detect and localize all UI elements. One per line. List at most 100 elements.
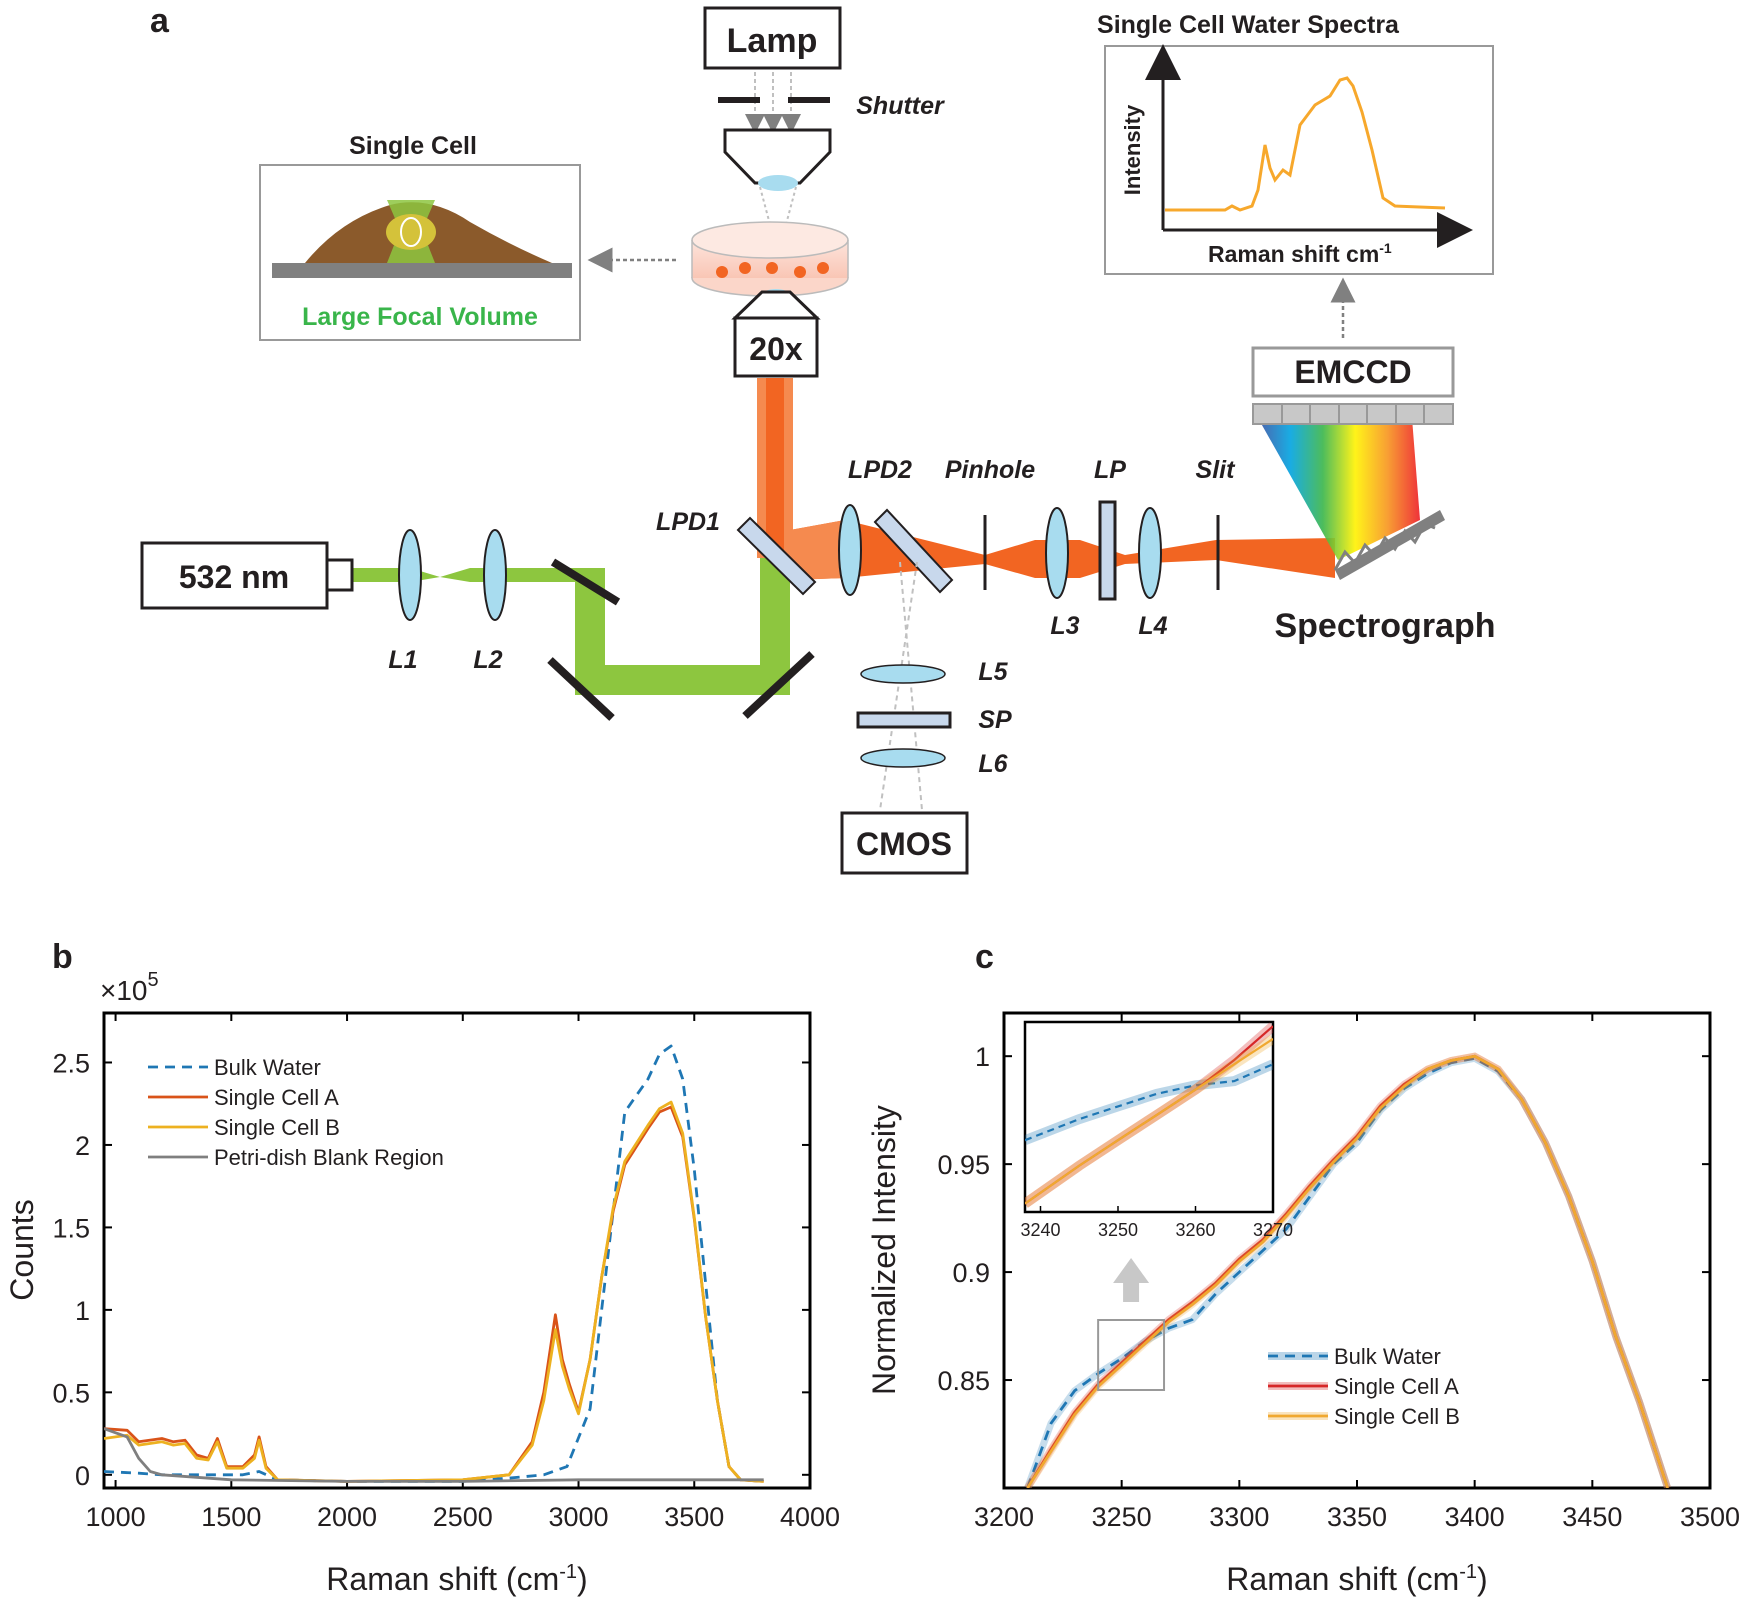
series-group	[104, 1044, 764, 1483]
label-lp: LP	[1094, 456, 1126, 484]
label-sp: SP	[978, 706, 1012, 734]
lens-l2	[483, 529, 507, 621]
inset-x-tick-label: 3250	[1098, 1220, 1138, 1240]
legend-label: Bulk Water	[214, 1055, 321, 1080]
cmos-ray-1	[879, 561, 918, 811]
lens-relay	[838, 504, 862, 596]
panel-b-letter: b	[52, 938, 73, 976]
panel-a-letter: a	[150, 2, 170, 40]
y-tick-label: 0.9	[952, 1258, 990, 1288]
panel-b-multiplier: ×105	[100, 969, 159, 1006]
x-tick-label: 3400	[1445, 1502, 1505, 1532]
label-slit: Slit	[1196, 456, 1237, 484]
x-tick-label: 3350	[1327, 1502, 1387, 1532]
inset-plot: 3240 3250 3260 3270	[1020, 1020, 1293, 1240]
lamp-label: Lamp	[727, 22, 818, 60]
mirror-1	[550, 558, 621, 606]
x-tick-label: 4000	[780, 1502, 840, 1532]
label-l2: L2	[473, 646, 502, 674]
x-tick-label: 3000	[548, 1502, 608, 1532]
panel-b-ylabel: Counts	[4, 1199, 40, 1300]
label-lpd1: LPD1	[656, 508, 720, 536]
spectra-title: Single Cell Water Spectra	[1097, 11, 1400, 39]
lpd2-dichroic	[873, 508, 954, 594]
inset-series	[1025, 1022, 1273, 1208]
cmos-camera: CMOS	[840, 811, 969, 875]
mirror-3	[742, 651, 815, 719]
label-shutter: Shutter	[856, 92, 945, 120]
y-tick-label: 0.5	[52, 1378, 90, 1408]
inset-line	[1025, 1063, 1273, 1142]
x-tick-label: 3300	[1209, 1502, 1269, 1532]
x-tick-label: 1000	[86, 1502, 146, 1532]
legend-label: Single Cell A	[1334, 1374, 1459, 1399]
series-line-single-cell-b	[104, 1100, 764, 1483]
label-l6: L6	[978, 750, 1008, 778]
emccd-label: EMCCD	[1294, 354, 1411, 390]
legend-label: Bulk Water	[1334, 1344, 1441, 1369]
mirror-2	[547, 657, 615, 721]
panel-c-letter: c	[975, 938, 994, 976]
legend-label: Single Cell B	[1334, 1404, 1460, 1429]
panel-a: a 532 nm L1 L2	[140, 2, 1496, 875]
petri-dish	[691, 221, 849, 297]
legend-label: Single Cell B	[214, 1115, 340, 1140]
focal-volume-label: Large Focal Volume	[302, 303, 538, 331]
label-lpd2: LPD2	[848, 456, 912, 484]
label-spectrograph: Spectrograph	[1274, 607, 1495, 645]
panel-b-xlabel: Raman shift (cm-1)	[326, 1561, 587, 1597]
chart-b-plot: 1000 1500 2000 2500 3000 3500 4000 0 0.5 1 1.5 2 2.5…	[52, 1011, 840, 1532]
lens-l5	[860, 664, 946, 684]
x-tick-label: 3250	[1092, 1502, 1152, 1532]
y-tick-label: 1	[75, 1296, 90, 1326]
panel-c-xlabel: Raman shift (cm-1)	[1226, 1561, 1487, 1597]
lamp: Lamp	[703, 6, 842, 70]
x-tick-label: 2500	[433, 1502, 493, 1532]
laser-532nm: 532 nm	[140, 541, 354, 610]
legend-label: Single Cell A	[214, 1085, 339, 1110]
y-tick-label: 0	[75, 1461, 90, 1491]
series-line-bulk-water	[104, 1044, 764, 1483]
lens-l6	[860, 748, 946, 768]
series-line-petri-dish-blank-region	[104, 1427, 764, 1483]
panel-c-ylabel: Normalized Intensity	[866, 1105, 902, 1395]
y-tick-label: 1.5	[52, 1213, 90, 1243]
spectra-ylabel: Intensity	[1120, 104, 1145, 195]
spectra-curve	[1165, 76, 1446, 212]
y-tick-label: 2	[75, 1131, 90, 1161]
label-pinhole: Pinhole	[945, 456, 1035, 484]
objective-20x: 20x	[731, 289, 821, 378]
plot-frame	[102, 1011, 812, 1490]
series-line-single-cell-b	[1026, 1054, 1669, 1488]
inset-line	[1025, 1037, 1273, 1205]
zoom-arrow-icon	[1113, 1258, 1150, 1302]
label-l3: L3	[1050, 612, 1079, 640]
y-tick-label: 2.5	[52, 1048, 90, 1078]
label-l4: L4	[1138, 612, 1167, 640]
y-tick-label: 1	[975, 1042, 990, 1072]
inset-frame	[1023, 1020, 1275, 1214]
lp-filter	[1098, 500, 1117, 601]
label-l5: L5	[978, 658, 1008, 686]
x-tick-label: 1500	[201, 1502, 261, 1532]
spectra-inset-box: Single Cell Water Spectra Intensity Rama…	[1097, 11, 1494, 275]
emccd-camera: EMCCD	[1251, 346, 1455, 425]
y-tick-label: 0.85	[937, 1366, 990, 1396]
x-tick-label: 3500	[1680, 1502, 1740, 1532]
x-tick-label: 3500	[664, 1502, 724, 1532]
grating	[1333, 510, 1445, 580]
single-cell-inset: Single Cell Large Focal Volume	[259, 132, 581, 341]
x-tick-label: 2000	[317, 1502, 377, 1532]
inset-x-tick-label: 3260	[1175, 1220, 1215, 1240]
series-group	[1024, 1052, 1671, 1488]
inset-x-tick-label: 3240	[1020, 1220, 1060, 1240]
inset-x-tick-label: 3270	[1253, 1220, 1293, 1240]
objective-label: 20x	[749, 331, 803, 367]
lens-l4	[1138, 507, 1162, 599]
x-tick-label: 3450	[1562, 1502, 1622, 1532]
cmos-ray-2	[899, 561, 923, 811]
cmos-label: CMOS	[856, 826, 952, 862]
